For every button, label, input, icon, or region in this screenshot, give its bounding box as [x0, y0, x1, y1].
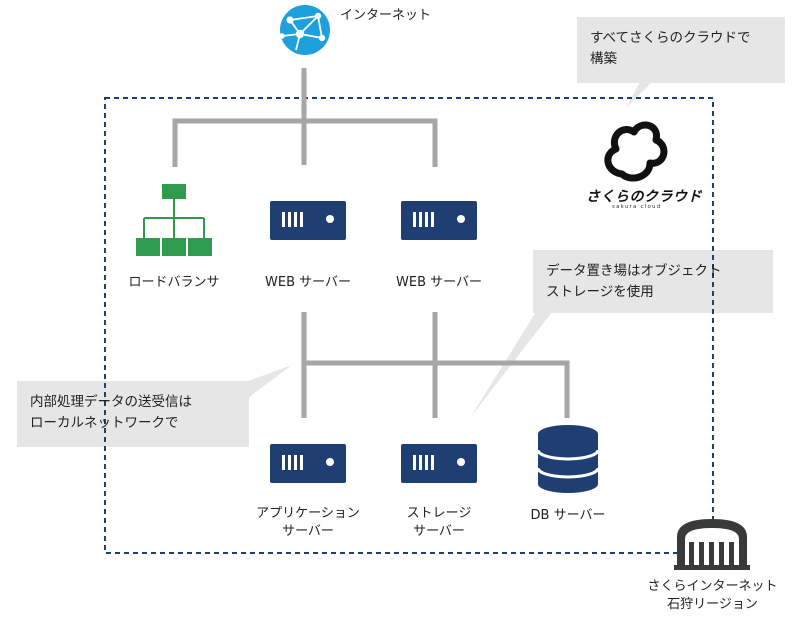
- datacenter-label: さくらインターネット 石狩リージョン: [647, 579, 778, 612]
- sakura-cloud-logo-sub: sakura cloud: [612, 204, 662, 210]
- upper-network-lines: [172, 68, 438, 167]
- sakura-cloud-logo-icon: [604, 121, 668, 182]
- load-balancer-label: ロードバランサ: [128, 275, 220, 290]
- storage-server-icon: [401, 444, 477, 483]
- callout-storage: [470, 250, 773, 418]
- web-server-2-label: WEB サーバー: [396, 275, 482, 290]
- load-balancer-icon: [136, 184, 212, 256]
- sakura-cloud-logo-text: さくらのクラウド: [586, 189, 702, 205]
- web-server-1-icon: [270, 201, 346, 240]
- callout-sakura-cloud-text: すべてさくらのクラウドで 構築: [590, 30, 751, 67]
- internet-label: インターネット: [340, 8, 432, 23]
- db-server-label: DB サーバー: [530, 508, 606, 523]
- callout-storage-text: データ置き場はオブジェクト ストレージを使用: [546, 263, 722, 300]
- app-server-label: アプリケーション サーバー: [256, 506, 360, 539]
- region-boundary: [104, 97, 714, 554]
- web-server-1-label: WEB サーバー: [265, 275, 351, 290]
- lower-network-lines: [301, 312, 570, 418]
- storage-server-label: ストレージ サーバー: [406, 506, 472, 539]
- callout-local-network: [17, 365, 292, 447]
- callout-sakura-cloud: [577, 17, 785, 108]
- database-icon: [536, 425, 600, 493]
- web-server-2-icon: [401, 201, 477, 240]
- callout-local-network-text: 内部処理データの送受信は ローカルネットワークで: [30, 394, 192, 431]
- datacenter-icon: [674, 519, 750, 570]
- app-server-icon: [270, 444, 346, 483]
- globe-icon: [279, 5, 330, 55]
